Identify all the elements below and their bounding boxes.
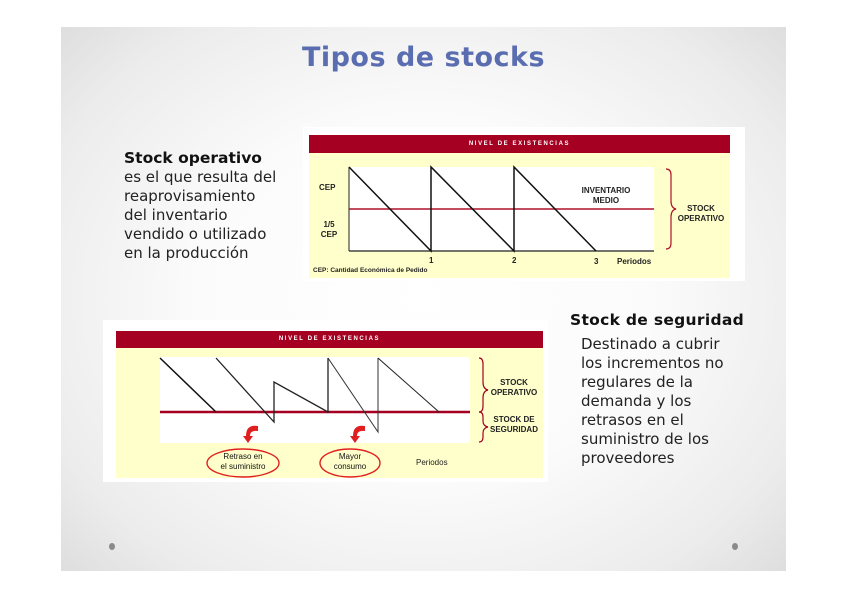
text-line: es el que resulta del <box>124 168 277 186</box>
stock-seguridad-brace-label: STOCK DE SEGURIDAD <box>486 415 542 435</box>
average-label: INVENTARIO MEDIO <box>571 186 641 206</box>
chart-panel: CEP 1/5 CEP 1 2 3 Periodos INVENTARIO ME… <box>309 153 730 278</box>
chart-header: NIVEL DE EXISTENCIAS <box>309 135 730 153</box>
callout-line2: consumo <box>333 462 367 471</box>
brace-label-line1: STOCK <box>500 378 528 387</box>
text-line: retrasos en el <box>581 411 684 429</box>
stock-seguridad-chart: NIVEL DE EXISTENCIAS <box>103 320 548 482</box>
text-line: Destinado a cubrir <box>581 335 720 353</box>
text-line: proveedores <box>581 449 675 467</box>
text-line: los incrementos no <box>581 354 724 372</box>
callout-line2: el suministro <box>220 462 266 471</box>
text-line: reaprovisamiento <box>124 187 256 205</box>
callout-line1: Mayor <box>338 452 362 461</box>
curved-arrow-icon <box>350 425 365 443</box>
text-line: regulares de la <box>581 373 693 391</box>
y-label-cep2: CEP <box>320 230 338 239</box>
callout-mayor-consumo: Mayor consumo <box>320 452 380 472</box>
slide-dot-right <box>732 543 738 550</box>
stock-operativo-heading: Stock operativo <box>124 149 262 167</box>
footnote: CEP: Cantidad Económica de Pedido <box>313 267 428 274</box>
brace-label-line1: STOCK <box>687 204 715 213</box>
plot-area <box>160 357 470 443</box>
safety-stock-chart-graphic <box>159 357 489 478</box>
x-axis-label: Periodos <box>416 458 448 467</box>
average-label-line1: INVENTARIO <box>581 186 631 195</box>
y-label-cep: CEP <box>319 183 336 192</box>
brace-label-line2: OPERATIVO <box>490 388 538 397</box>
callout-retraso: Retraso en el suministro <box>208 452 278 472</box>
stock-seguridad-text: Destinado a cubrir los incrementos no re… <box>581 335 724 468</box>
brace-label-line1: STOCK DE <box>493 415 535 424</box>
text-line: del inventario <box>124 206 228 224</box>
chart-panel: STOCK OPERATIVO STOCK DE SEGURIDAD Retra… <box>116 348 543 478</box>
callout-line1: Retraso en <box>223 452 263 461</box>
text-line: vendido o utilizado <box>124 225 267 243</box>
brace-label-line2: SEGURIDAD <box>489 425 538 434</box>
y-label-fifth-cep: 1/5 CEP <box>319 220 339 240</box>
slide-dot-left <box>109 543 115 550</box>
slide: Tipos de stocks Stock operativo es el qu… <box>61 27 786 571</box>
sawtooth-chart-graphic <box>348 165 677 253</box>
stock-operativo-text: Stock operativo es el que resulta del re… <box>124 149 276 263</box>
stock-seguridad-heading: Stock de seguridad <box>570 311 744 329</box>
x-tick-1: 1 <box>429 256 434 265</box>
curved-arrow-icon <box>243 425 258 443</box>
brace-label-line2: OPERATIVO <box>677 214 725 223</box>
text-line: demanda y los <box>581 392 692 410</box>
stock-operativo-chart: NIVEL DE EXISTENCIAS CEP 1/5 CEP 1 2 <box>303 127 745 281</box>
chart-header: NIVEL DE EXISTENCIAS <box>116 331 543 348</box>
stock-operativo-brace-label: STOCK OPERATIVO <box>671 204 731 224</box>
x-tick-3: 3 <box>594 257 599 266</box>
slide-title: Tipos de stocks <box>301 42 546 73</box>
x-axis-label: Periodos <box>617 257 652 266</box>
text-line: suministro de los <box>581 430 709 448</box>
text-line: en la producción <box>124 244 249 262</box>
average-label-line2: MEDIO <box>592 196 620 205</box>
y-label-fifth: 1/5 <box>323 220 335 229</box>
stock-operativo-brace-label: STOCK OPERATIVO <box>486 378 542 398</box>
x-tick-2: 2 <box>512 256 517 265</box>
